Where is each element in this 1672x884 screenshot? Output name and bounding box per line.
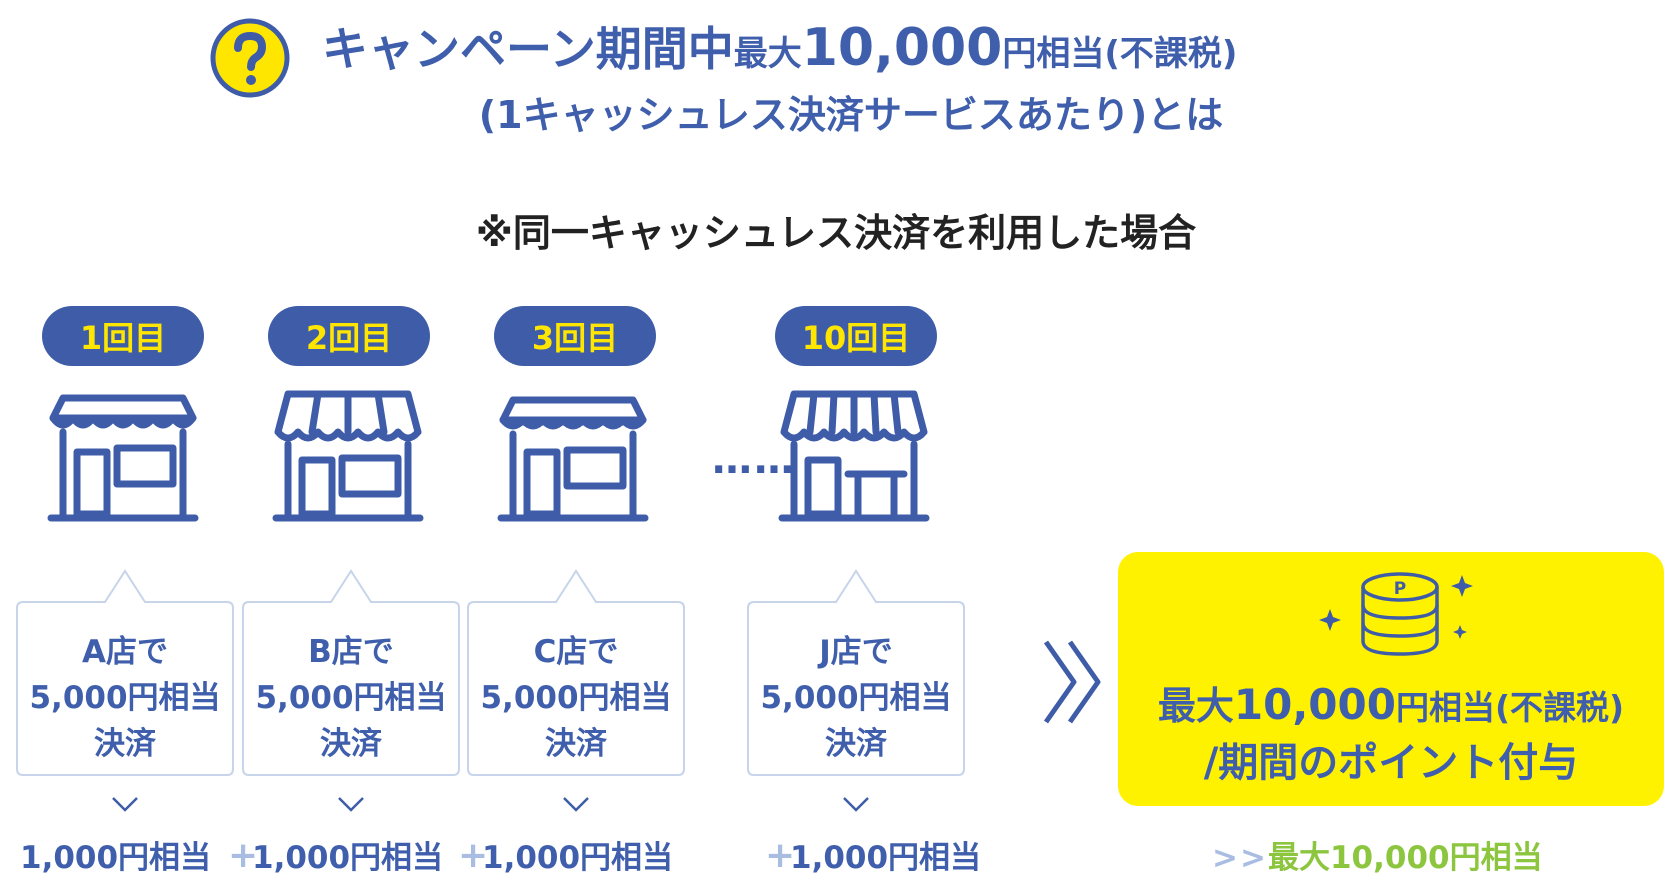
bubble-amount: 5,000円相当 — [760, 680, 952, 716]
result-panel — [1118, 552, 1664, 806]
bubble-amount: 5,000円相当 — [29, 680, 221, 716]
bubble-amount: 5,000円相当 — [480, 680, 672, 716]
points-amount-10: 1,000円相当 — [790, 840, 982, 876]
store-icon — [778, 390, 930, 522]
chevron-down-icon — [338, 797, 364, 812]
coin-stack-icon: P — [1319, 572, 1473, 656]
bubble-store: B店で — [308, 634, 394, 670]
chevron-down-icon — [563, 797, 589, 812]
usage-note: ※同一キャッシュレス決済を利用した場合 — [475, 211, 1197, 255]
bubble-action: 決済 — [825, 726, 887, 762]
result-amount: 最大10,000円相当(不課税) — [1118, 680, 1664, 733]
question-mark-icon — [210, 18, 290, 98]
visit-badge-1: 1回目 — [42, 306, 204, 366]
plus-icon: + — [765, 835, 796, 876]
bubble-store: J店で — [819, 634, 893, 670]
bubble-action: 決済 — [545, 726, 607, 762]
svg-text:P: P — [1394, 579, 1406, 599]
payment-bubble-3: C店で 5,000円相当 決済 — [466, 565, 686, 777]
payment-bubble-10: J店で 5,000円相当 決済 — [746, 565, 966, 777]
title-suffix: 円相当(不課税) — [1002, 34, 1238, 74]
title-amount: 10,000 — [801, 18, 1003, 78]
title-line-2: (1キャッシュレス決済サービスあたり)とは — [478, 93, 1224, 137]
plus-icon: + — [458, 835, 489, 876]
result-number: 10,000 — [1233, 680, 1396, 729]
chevron-down-icon — [843, 797, 869, 812]
plus-icon: + — [228, 835, 259, 876]
payment-bubble-2: B店で 5,000円相当 決済 — [241, 565, 461, 777]
bubble-store: A店で — [82, 634, 168, 670]
store-icon — [497, 396, 649, 522]
title-max: 最大 — [733, 34, 802, 74]
payment-bubble-1: A店で 5,000円相当 決済 — [15, 565, 235, 777]
max-note-value: 最大10,000円相当 — [1267, 840, 1543, 876]
points-amount-1: 1,000円相当 — [20, 840, 212, 876]
result-description: /期間のポイント付与 — [1203, 740, 1579, 786]
title-line-1: キャンペーン期間中最大10,000円相当(不課税) — [322, 18, 1237, 90]
chevron-down-icon — [112, 797, 138, 812]
max-note-arrows: >> — [1212, 840, 1268, 876]
bubble-action: 決済 — [94, 726, 156, 762]
double-chevron-right-icon — [1043, 640, 1101, 724]
result-max: 最大 — [1157, 684, 1234, 728]
store-icon — [47, 394, 199, 522]
visit-badge-2: 2回目 — [268, 306, 430, 366]
result-suffix: 円相当(不課税) — [1395, 688, 1625, 727]
points-amount-3: 1,000円相当 — [482, 840, 674, 876]
max-note: >>最大10,000円相当 — [1212, 838, 1543, 878]
title-campaign: キャンペーン期間中 — [322, 22, 734, 76]
bubble-action: 決済 — [320, 726, 382, 762]
bubble-amount: 5,000円相当 — [255, 680, 447, 716]
store-icon — [272, 390, 424, 522]
visit-badge-3: 3回目 — [494, 306, 656, 366]
visit-badge-10: 10回目 — [775, 306, 937, 366]
ellipsis: …… — [712, 437, 796, 483]
bubble-store: C店で — [533, 634, 619, 670]
points-amount-2: 1,000円相当 — [252, 840, 444, 876]
